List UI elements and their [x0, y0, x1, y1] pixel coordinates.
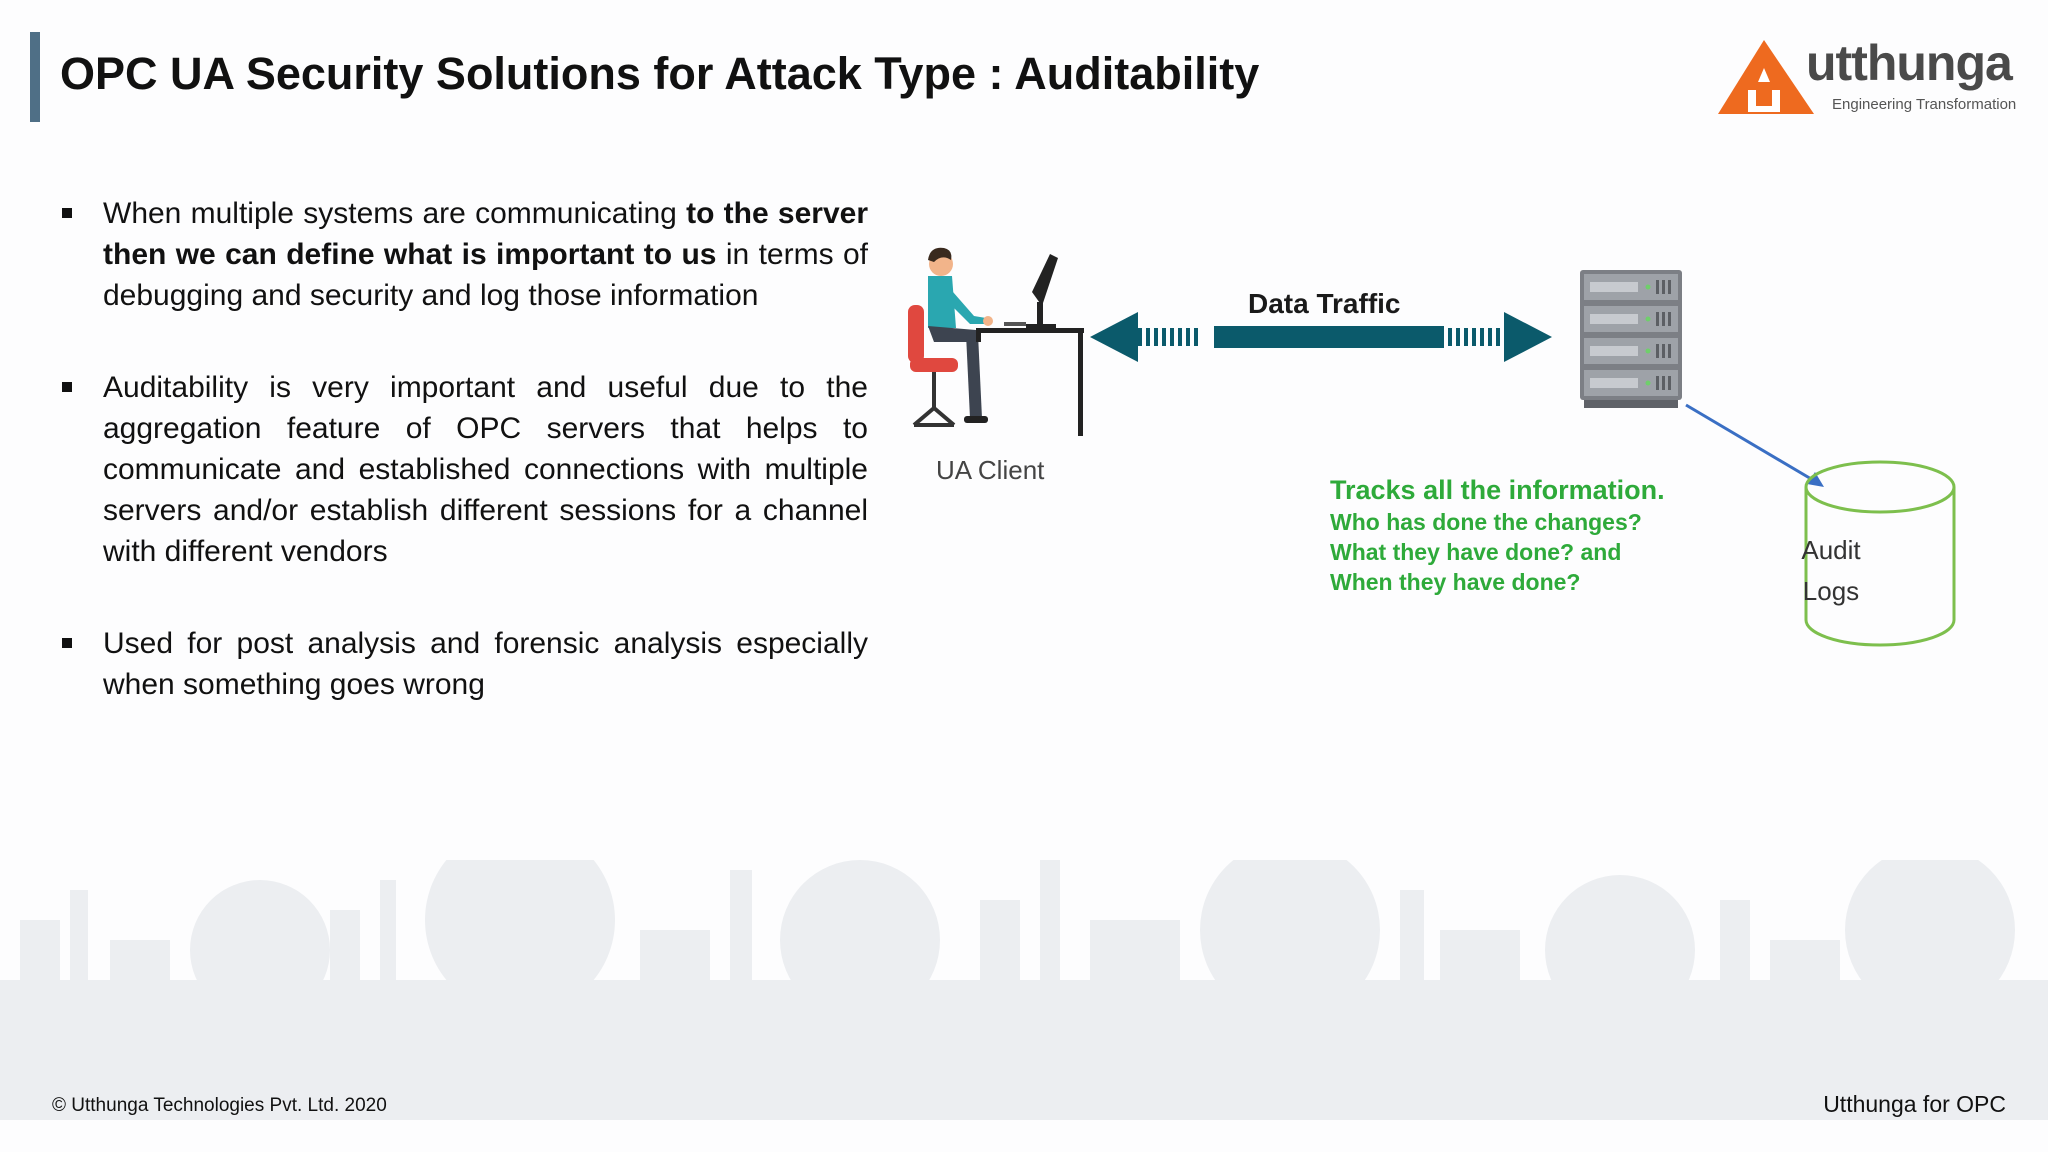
- audit-logs-label: Audit Logs: [1801, 535, 1861, 606]
- tracks-line: Who has done the changes?: [1330, 509, 1642, 535]
- bullet-text: Auditability is very important and usefu…: [103, 371, 868, 568]
- logo-wordmark: utthunga: [1806, 35, 2013, 91]
- audit-diagram: UA Client Data Traffic Tracks all the in…: [890, 230, 1970, 680]
- connector-arrow-icon: [1685, 403, 1824, 487]
- utthunga-logo: utthunga Engineering Transformation: [1718, 35, 2016, 120]
- tracks-line: What they have done? and: [1330, 539, 1622, 565]
- logo-tagline: Engineering Transformation: [1832, 96, 2017, 113]
- bullet-item: When multiple systems are communicating …: [62, 193, 868, 316]
- tracks-info-text: Tracks all the information. Who has done…: [1330, 473, 1665, 597]
- bullet-list: When multiple systems are communicating …: [62, 193, 868, 756]
- industrial-skyline-background: [0, 860, 2048, 1120]
- footer-brand-text: Utthunga for OPC: [1823, 1091, 2006, 1117]
- data-traffic-arrow-icon: [1090, 312, 1552, 362]
- slide-title: OPC UA Security Solutions for Attack Typ…: [60, 48, 1260, 99]
- person-at-computer-icon: [908, 247, 1084, 436]
- tracks-heading: Tracks all the information.: [1330, 475, 1665, 505]
- bullet-text-bold: to the server then we can define what is…: [103, 197, 868, 271]
- title-accent-bar: [30, 32, 40, 122]
- orange-triangle-logo-icon: [1718, 40, 1814, 114]
- tracks-line: When they have done?: [1330, 569, 1581, 595]
- bullet-text-post: in terms of debugging and security and l…: [103, 238, 868, 312]
- bullet-text-pre: When multiple systems are communicating: [103, 197, 687, 230]
- data-traffic-label: Data Traffic: [1248, 288, 1401, 319]
- diagram-graphics: [908, 247, 1956, 647]
- ua-client-label: UA Client: [936, 455, 1045, 485]
- bullet-item: Used for post analysis and forensic anal…: [62, 623, 868, 705]
- copyright-text: © Utthunga Technologies Pvt. Ltd. 2020: [52, 1095, 387, 1116]
- database-cylinder-icon: [1804, 460, 1956, 647]
- bullet-text: Used for post analysis and forensic anal…: [103, 627, 868, 701]
- server-rack-icon: [1580, 270, 1682, 408]
- bullet-item: Auditability is very important and usefu…: [62, 367, 868, 572]
